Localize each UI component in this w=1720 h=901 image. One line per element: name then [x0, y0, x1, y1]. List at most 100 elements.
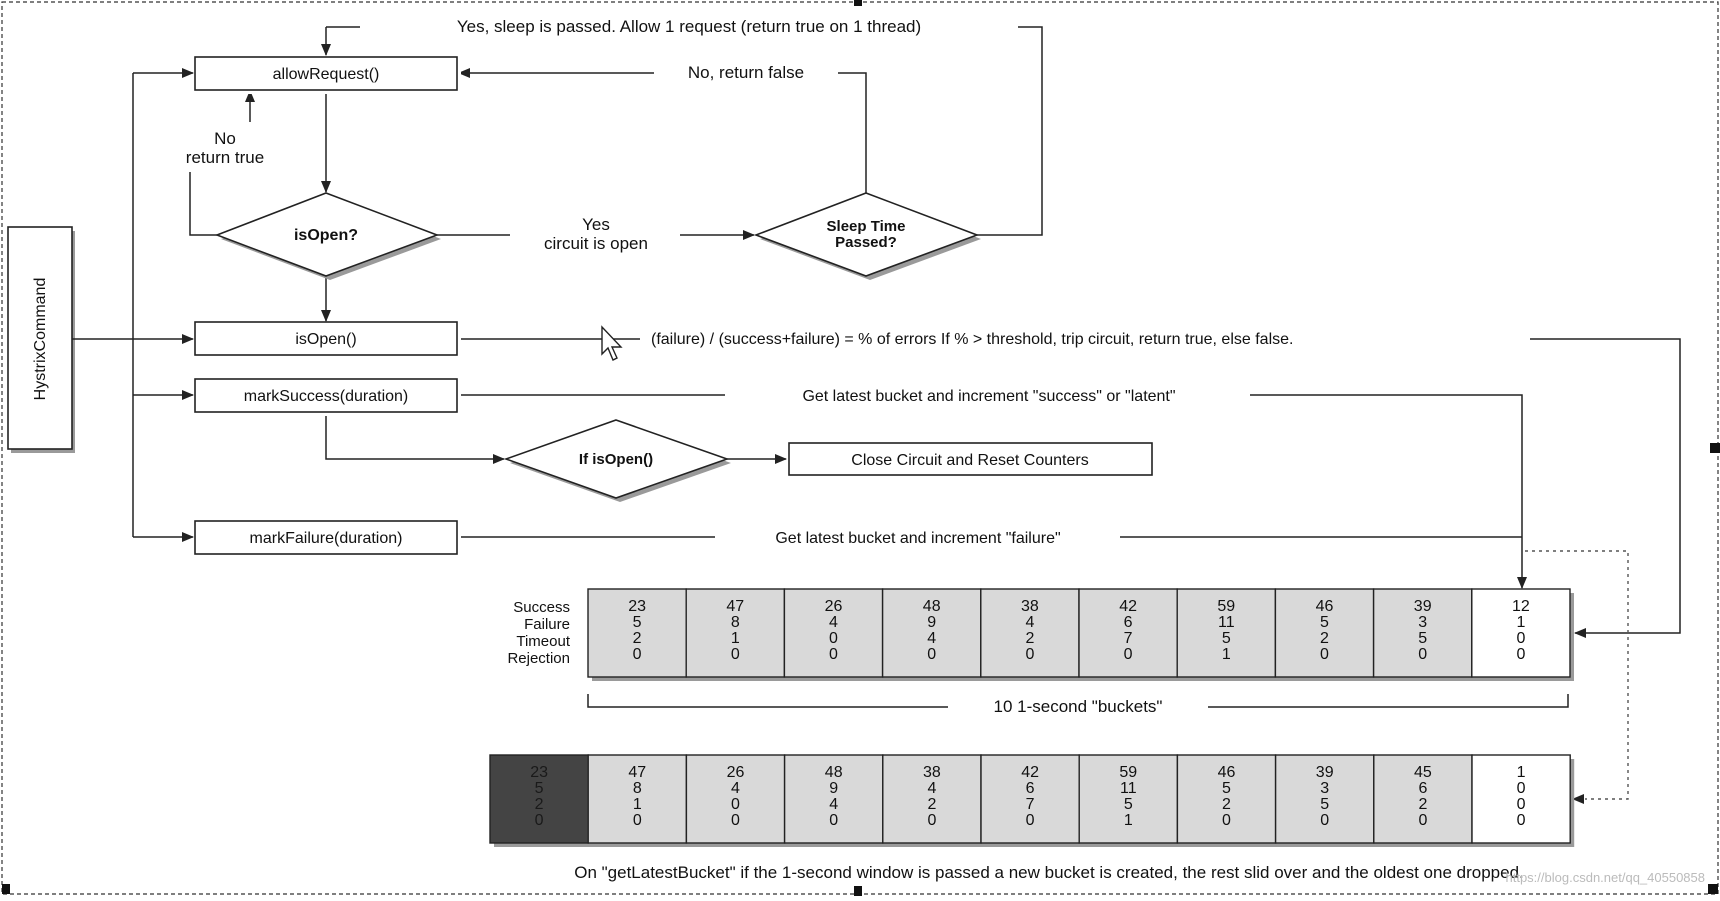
- top-bucket-2-value-2: 8: [731, 614, 740, 631]
- sleep-time-label-line1: Sleep Time: [827, 218, 906, 235]
- bottom-bucket-3-value-2: 4: [731, 780, 740, 797]
- bottom-bucket-8-value-1: 46: [1218, 764, 1236, 781]
- bottom-bucket-11-value-3: 0: [1517, 796, 1526, 813]
- allow-request-label: allowRequest(): [273, 66, 380, 83]
- top-bucket-3-value-2: 4: [829, 614, 838, 631]
- resize-handle-bottom-left[interactable]: [2, 884, 10, 894]
- row-label-success: Success: [513, 599, 570, 616]
- top-bucket-6-value-1: 42: [1119, 598, 1137, 615]
- is-open-label: isOpen(): [295, 331, 356, 348]
- bottom-bucket-4-value-1: 48: [825, 764, 843, 781]
- bottom-bucket-3-value-4: 0: [731, 812, 740, 829]
- resize-handle-bottom-right[interactable]: [1708, 884, 1718, 894]
- bottom-bucket-6-value-2: 6: [1026, 780, 1035, 797]
- bottom-bucket-3-value-1: 26: [727, 764, 745, 781]
- hystrix-command-box: HystrixCommand: [7, 226, 75, 453]
- resize-handle-bottom[interactable]: [854, 886, 862, 896]
- bottom-bucket-2-value-2: 8: [633, 780, 642, 797]
- buckets-caption: 10 1-second "buckets": [994, 697, 1163, 716]
- top-bucket-3-value-4: 0: [829, 646, 838, 663]
- top-bucket-4-value-3: 4: [927, 630, 936, 647]
- top-bucket-2-value-1: 47: [726, 598, 744, 615]
- bottom-bucket-1-value-4: 0: [535, 812, 544, 829]
- top-bucket-6-value-2: 6: [1124, 614, 1133, 631]
- top-bucket-2-value-4: 0: [731, 646, 740, 663]
- resize-handle-top[interactable]: [854, 0, 862, 6]
- allow-request-box: allowRequest(): [194, 56, 461, 94]
- bottom-bucket-7-value-1: 59: [1119, 764, 1137, 781]
- is-open-decision: isOpen?: [214, 192, 441, 280]
- mark-failure-label: markFailure(duration): [250, 530, 403, 547]
- bottom-bucket-9-value-3: 5: [1320, 796, 1329, 813]
- top-bucket-7-value-1: 59: [1217, 598, 1235, 615]
- bottom-bucket-6-value-1: 42: [1021, 764, 1039, 781]
- top-bucket-array: 2352047810264004894038420426705911514652…: [587, 588, 1574, 681]
- bottom-bucket-11-value-4: 0: [1517, 812, 1526, 829]
- bottom-bucket-1-value-2: 5: [535, 780, 544, 797]
- top-bucket-7-value-3: 5: [1222, 630, 1231, 647]
- top-bucket-9-value-4: 0: [1418, 646, 1427, 663]
- bottom-bucket-10-value-2: 6: [1418, 780, 1427, 797]
- bottom-bucket-7-value-2: 11: [1120, 780, 1137, 797]
- success-bucket-note: Get latest bucket and increment "success…: [802, 388, 1175, 405]
- if-is-open-label: If isOpen(): [579, 451, 653, 468]
- top-bucket-7-value-4: 1: [1222, 646, 1231, 663]
- bottom-bucket-7-value-3: 5: [1124, 796, 1133, 813]
- bottom-bucket-8-value-4: 0: [1222, 812, 1231, 829]
- annotations: Yes, sleep is passed. Allow 1 request (r…: [186, 17, 1705, 885]
- row-label-timeout: Timeout: [516, 633, 570, 650]
- top-bucket-3-value-3: 0: [829, 630, 838, 647]
- return-true-label: return true: [186, 148, 264, 167]
- top-bucket-3-value-1: 26: [825, 598, 843, 615]
- bottom-bucket-4-value-2: 9: [829, 780, 838, 797]
- top-bucket-5-value-2: 4: [1025, 614, 1034, 631]
- top-bucket-1-value-3: 2: [633, 630, 642, 647]
- bottom-bucket-8-value-3: 2: [1222, 796, 1231, 813]
- bottom-bucket-5-value-4: 0: [927, 812, 936, 829]
- top-bucket-4-value-2: 9: [927, 614, 936, 631]
- error-formula-note: (failure) / (success+failure) = % of err…: [651, 331, 1293, 348]
- bottom-bucket-5-value-2: 4: [927, 780, 936, 797]
- no-return-false-note: No, return false: [688, 63, 804, 82]
- top-bucket-10-value-3: 0: [1516, 630, 1525, 647]
- top-bucket-2-value-3: 1: [731, 630, 740, 647]
- bottom-bucket-10-value-1: 45: [1414, 764, 1432, 781]
- top-bucket-1-value-1: 23: [628, 598, 646, 615]
- bottom-bucket-9-value-1: 39: [1316, 764, 1334, 781]
- bottom-bucket-6-value-3: 7: [1026, 796, 1035, 813]
- close-circuit-label: Close Circuit and Reset Counters: [851, 452, 1088, 469]
- top-bucket-1-value-4: 0: [633, 646, 642, 663]
- bottom-bucket-5-value-1: 38: [923, 764, 941, 781]
- top-bucket-9-value-2: 3: [1418, 614, 1427, 631]
- no-label: No: [214, 129, 236, 148]
- mark-success-box: markSuccess(duration): [194, 378, 461, 416]
- footer-note: On "getLatestBucket" if the 1-second win…: [574, 863, 1524, 882]
- top-bucket-5-value-3: 2: [1025, 630, 1034, 647]
- top-bucket-8-value-1: 46: [1316, 598, 1334, 615]
- top-bucket-8-value-4: 0: [1320, 646, 1329, 663]
- bottom-bucket-7-value-4: 1: [1124, 812, 1133, 829]
- yes-label: Yes: [582, 215, 610, 234]
- sleep-time-decision: Sleep Time Passed?: [753, 192, 981, 280]
- failure-bucket-note: Get latest bucket and increment "failure…: [775, 530, 1060, 547]
- row-label-failure: Failure: [524, 616, 570, 633]
- is-open-decision-label: isOpen?: [294, 227, 358, 244]
- connectors: [72, 26, 1681, 804]
- bottom-bucket-8-value-2: 5: [1222, 780, 1231, 797]
- bottom-bucket-9-value-4: 0: [1320, 812, 1329, 829]
- bottom-bucket-3-value-3: 0: [731, 796, 740, 813]
- top-bucket-8-value-2: 5: [1320, 614, 1329, 631]
- top-bucket-10-value-2: 1: [1516, 614, 1525, 631]
- resize-handle-right[interactable]: [1710, 443, 1720, 453]
- bottom-bucket-11-value-1: 1: [1517, 764, 1526, 781]
- mark-failure-box: markFailure(duration): [194, 520, 461, 558]
